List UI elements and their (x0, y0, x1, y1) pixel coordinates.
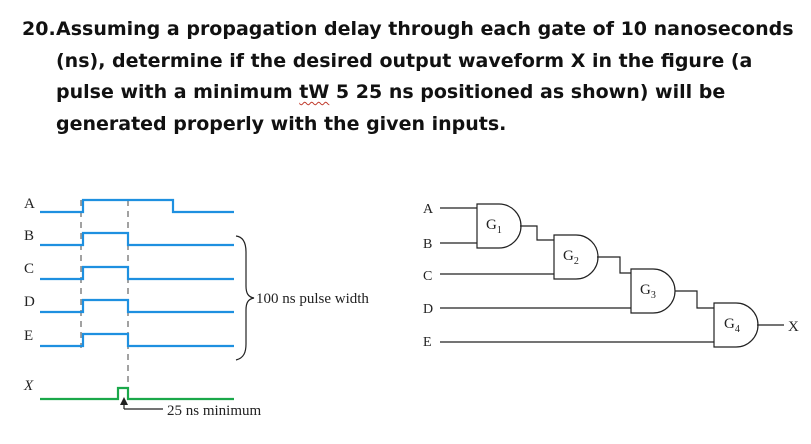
question-text: 20. Assuming a propagation delay through… (22, 14, 802, 140)
pulse-width-label: 100 ns pulse width (256, 291, 369, 307)
pulse-width-brace (235, 235, 255, 361)
tw-symbol: tW (299, 81, 330, 103)
signal-label-x: X (23, 378, 34, 394)
gate-label-g2: G2 (563, 248, 579, 267)
gate-label-g1: G1 (486, 217, 502, 236)
input-label-b: B (423, 237, 432, 252)
and-gate-g4 (713, 302, 759, 348)
waveform-d (40, 298, 234, 314)
input-label-e: E (423, 335, 432, 350)
wire-g2-g3 (597, 256, 631, 274)
input-label-c: C (423, 269, 432, 284)
input-label-a: A (423, 202, 434, 217)
waveform-x (40, 386, 234, 401)
gate-label-g4: G4 (724, 316, 740, 335)
waveform-e (40, 332, 234, 348)
logic-circuit: A B C D E G1 G2 G3 G4 X (423, 202, 799, 350)
timing-diagram: A B C D E X 100 ns pulse width 25 ns min… (23, 196, 369, 419)
and-gate-g1 (476, 203, 522, 249)
signal-label-e: E (24, 328, 33, 344)
wire-g3-g4 (675, 290, 714, 309)
waveform-c (40, 265, 234, 281)
signal-label-a: A (24, 196, 35, 212)
wire-g1-g2 (520, 225, 554, 241)
question-text-part2: 5 25 ns positioned as shown) will be gen… (56, 81, 726, 135)
and-gate-g2 (553, 234, 599, 280)
signal-label-b: B (24, 228, 34, 244)
and-gate-g3 (630, 268, 676, 314)
waveform-b (40, 231, 234, 247)
waveform-a (40, 198, 234, 214)
min-width-label: 25 ns minimum (167, 403, 262, 419)
question-body: Assuming a propagation delay through eac… (22, 14, 802, 140)
signal-label-c: C (24, 261, 34, 277)
question-number: 20. (22, 18, 56, 40)
output-label-x: X (788, 319, 799, 335)
input-label-d: D (423, 302, 433, 317)
min-arrow-icon (120, 397, 128, 405)
signal-label-d: D (24, 294, 35, 310)
gate-label-g3: G3 (640, 282, 656, 301)
question-text-part1: Assuming a propagation delay through eac… (56, 18, 794, 103)
